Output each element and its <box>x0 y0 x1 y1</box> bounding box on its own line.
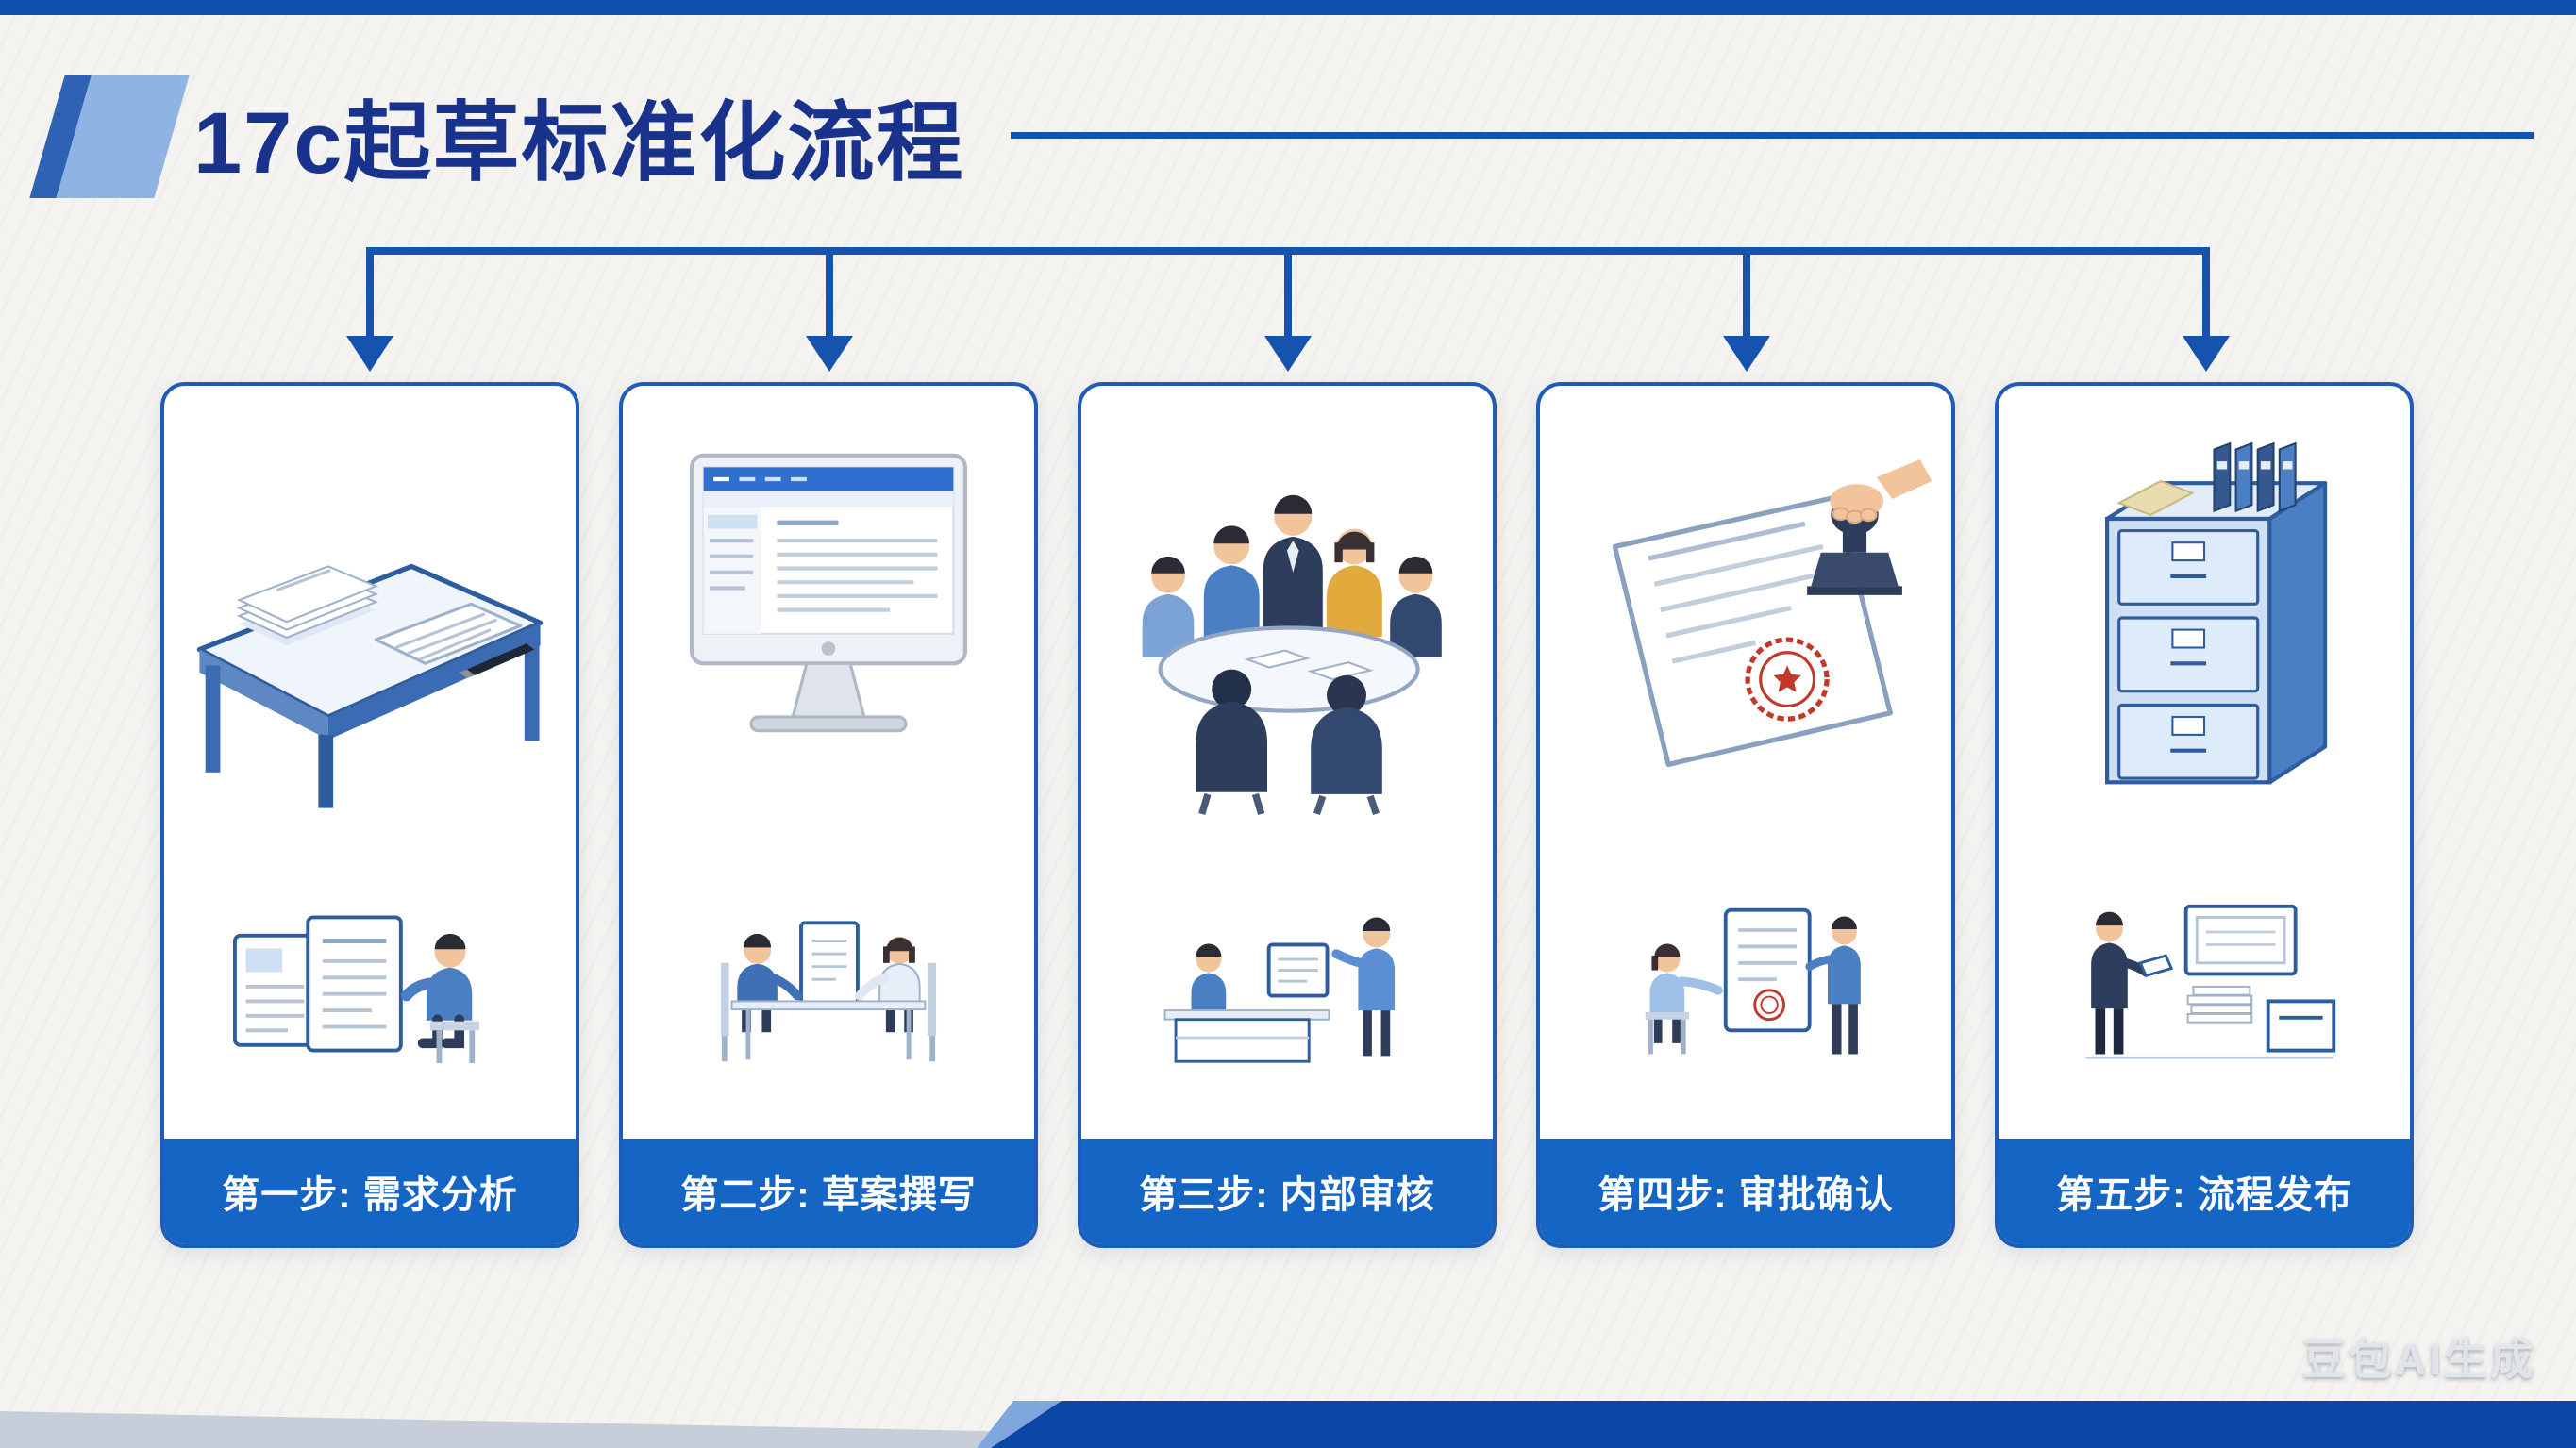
paper-stack <box>236 565 379 646</box>
document-panel <box>306 915 403 1053</box>
person-publishing-documents-illustration <box>2085 904 2336 1059</box>
chair <box>928 962 937 1062</box>
monitor <box>690 453 967 666</box>
bottom-accent-gray <box>0 1411 1095 1448</box>
arrow-down-icon <box>2182 336 2230 372</box>
meeting-person-back-right <box>1390 556 1442 657</box>
arrow-down-icon <box>805 336 853 372</box>
arrow-stem <box>2201 247 2210 336</box>
stamp-approval-illustration <box>1612 459 1932 768</box>
filing-cabinet-illustration <box>2105 441 2328 785</box>
title-rule-line <box>1010 131 2534 139</box>
table <box>196 563 544 808</box>
desktop-computer-editor-illustration <box>690 453 967 733</box>
arrow-stem <box>366 247 375 336</box>
step-card-5: 第五步: 流程发布 <box>1995 382 2414 1248</box>
person-reviewing-documents-illustration <box>232 915 479 1064</box>
flow-connector <box>160 247 2416 383</box>
binders-on-top <box>2213 441 2297 513</box>
watermark: 豆包AI生成 <box>2302 1335 2536 1384</box>
hand <box>1830 459 1932 524</box>
meeting-person-back-left <box>1142 556 1195 657</box>
arrow-stem <box>1743 247 1751 336</box>
page-title: 17c起草标准化流程 <box>193 94 965 191</box>
arrow-down-icon <box>1264 336 1312 372</box>
seated-person <box>1645 943 1723 1055</box>
people-with-approved-document-illustration <box>1645 907 1861 1055</box>
top-accent-bar <box>0 0 2576 15</box>
document-sheet <box>374 602 523 665</box>
card-main-illustration <box>1540 386 1951 837</box>
step-card-4: 第四步: 审批确认 <box>1536 382 1955 1248</box>
step-label: 第二步: 草案撰写 <box>623 1139 1034 1244</box>
flow-arrow-4 <box>1723 247 1771 372</box>
card-sub-illustration <box>1540 837 1951 1139</box>
framed-notice <box>2183 904 2298 976</box>
card-sub-illustration <box>1081 837 1493 1139</box>
arrow-down-icon <box>1723 336 1771 372</box>
arrow-down-icon <box>346 336 394 372</box>
standing-person <box>1805 916 1861 1055</box>
flow-arrow-1 <box>346 247 394 372</box>
step-label: 第四步: 审批确认 <box>1540 1139 1951 1244</box>
meeting-person-front-right <box>1311 674 1382 816</box>
card-main-illustration <box>623 386 1034 837</box>
folder-on-top <box>2116 479 2195 516</box>
standing-person <box>1331 917 1396 1057</box>
review-board <box>1266 942 1330 998</box>
chair <box>720 962 729 1062</box>
step-label: 第三步: 内部审核 <box>1081 1139 1493 1244</box>
card-main-illustration <box>1999 386 2410 837</box>
meeting-person-center <box>1263 494 1323 630</box>
card-sub-illustration <box>623 837 1034 1139</box>
arrow-stem <box>825 247 833 336</box>
desk <box>1163 1009 1330 1063</box>
flow-arrow-3 <box>1264 247 1312 372</box>
meeting-table <box>1158 625 1420 713</box>
pen <box>459 643 535 679</box>
team-meeting-illustration <box>1142 494 1442 816</box>
step-label: 第五步: 流程发布 <box>1999 1139 2410 1244</box>
cabinet <box>2105 481 2328 785</box>
step-card-3: 第三步: 内部审核 <box>1078 382 1497 1248</box>
step-label: 第一步: 需求分析 <box>164 1139 576 1244</box>
meeting-person-right <box>1327 528 1382 637</box>
card-sub-illustration <box>1999 837 2410 1139</box>
step-card-1: 第一步: 需求分析 <box>160 382 579 1248</box>
document-panel <box>232 933 317 1047</box>
reviewer-at-desk-illustration <box>1163 917 1396 1063</box>
flow-arrow-2 <box>805 247 853 372</box>
archive-box <box>2266 999 2336 1053</box>
standing-document <box>799 921 860 1006</box>
table <box>730 1000 927 1060</box>
meeting-person-left <box>1203 525 1260 637</box>
card-main-illustration <box>1081 386 1493 837</box>
header: 17c起草标准化流程 <box>193 83 2534 191</box>
step-card-2: 第二步: 草案撰写 <box>619 382 1038 1248</box>
standing-person <box>2091 911 2174 1055</box>
two-people-discussing-draft-illustration <box>720 921 937 1062</box>
desk-with-documents-illustration <box>196 563 544 808</box>
flow-arrow-5 <box>2182 247 2230 372</box>
bottom-accent-bar <box>991 1401 2576 1448</box>
monitor-stand <box>749 661 908 733</box>
approved-document <box>1723 907 1812 1033</box>
card-main-illustration <box>164 386 576 837</box>
card-sub-illustration <box>164 837 576 1139</box>
seated-reviewer <box>1191 943 1227 1012</box>
seated-person <box>400 933 479 1064</box>
meeting-person-front-left <box>1196 669 1267 815</box>
paper-stacks <box>2186 985 2253 1024</box>
arrow-stem <box>1284 247 1292 336</box>
process-steps: 第一步: 需求分析 <box>160 382 2416 1248</box>
